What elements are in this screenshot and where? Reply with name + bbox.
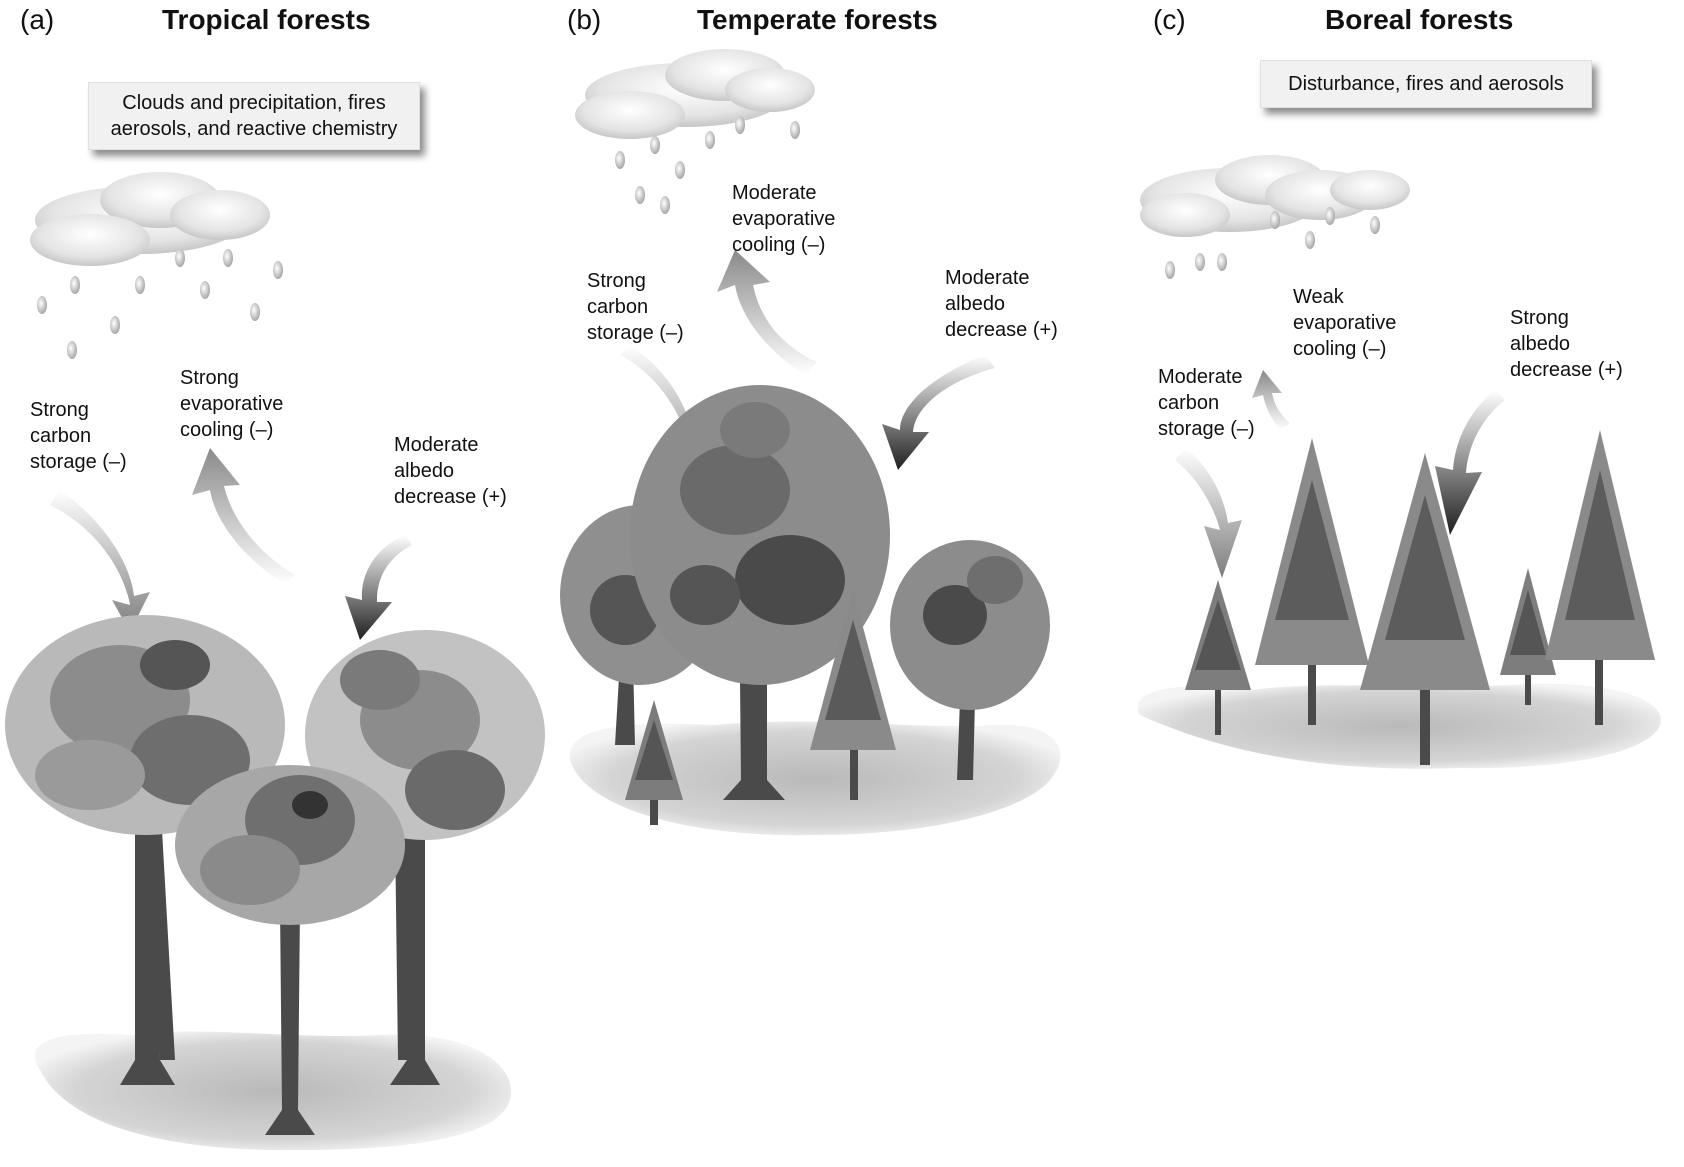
evaporative-cooling-label: Weak evaporative cooling (–) [1293,286,1397,360]
raindrops-icon [1165,207,1380,279]
albedo-arrow [345,535,412,640]
evaporative-arrow [1252,370,1290,430]
tree-canopy-center [175,765,405,925]
cloud-icon [30,172,270,266]
carbon-storage-label: Strong carbon storage (–) [587,270,684,344]
carbon-storage-label: Moderate carbon storage (–) [1158,366,1255,440]
conifer-mid [810,590,896,750]
panel-title: Tropical forests [162,4,371,35]
albedo-label: Strong albedo decrease (+) [1510,307,1623,381]
ground [569,721,1061,836]
conifer-4 [1500,568,1556,675]
raindrops-icon [37,249,283,359]
panel-boreal: (c) Boreal forests Disturbance, fires an… [1130,0,1684,1167]
panel-title: Boreal forests [1325,4,1514,35]
tree-canopy-center [630,385,890,685]
tropical-illustration [5,172,545,1151]
albedo-arrow [882,355,995,470]
carbon-arrow [1175,448,1242,578]
panel-title: Temperate forests [697,4,938,35]
panel-letter: (c) [1153,4,1186,35]
conifer-1 [1185,580,1251,690]
tree-canopy-right [890,540,1050,710]
process-box: Disturbance, fires and aerosols [1260,60,1592,108]
conifer-small [625,700,683,800]
panel-tropical: (a) Tropical forests Clouds and precipit… [0,0,555,1167]
boreal-illustration [1137,155,1661,769]
evaporative-cooling-label: Strong evaporative cooling (–) [180,367,284,441]
temperate-illustration [560,49,1061,836]
conifer-2 [1255,438,1369,665]
tree-trunks [1215,640,1603,765]
process-box: Clouds and precipitation, fires aerosols… [88,82,420,150]
evaporative-cooling-label: Moderate evaporative cooling (–) [732,182,836,256]
conifer-3 [1360,453,1490,690]
panel-letter: (b) [567,4,602,35]
albedo-label: Moderate albedo decrease (+) [394,434,507,508]
evaporative-arrow [717,250,817,375]
panel-letter: (a) [20,4,55,35]
albedo-arrow [1435,390,1505,535]
carbon-storage-label: Strong carbon storage (–) [30,399,127,473]
tree-trunks [120,820,440,1135]
carbon-arrow [50,490,150,632]
albedo-label: Moderate albedo decrease (+) [945,267,1058,341]
raindrops-icon [615,116,800,214]
panel-temperate: (b) Temperate forests Strong carbon stor… [555,0,1130,1167]
conifer-5 [1545,430,1655,660]
cloud-icon [575,49,815,139]
evaporative-arrow [192,448,295,585]
